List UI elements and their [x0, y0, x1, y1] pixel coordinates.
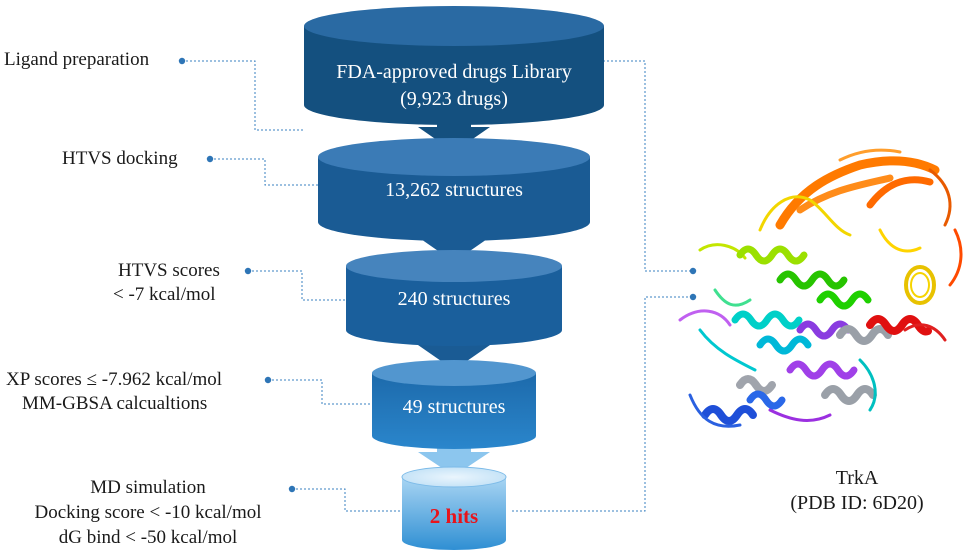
step-md-line-3: dG bind < -50 kcal/mol: [58, 527, 238, 548]
stage-cylinder-4: [401, 466, 507, 550]
connector-dots: [178, 57, 697, 493]
connector-htvs-scores: [248, 270, 346, 301]
dot-md: [288, 485, 296, 493]
stage-label-2: 240 structures: [397, 288, 511, 310]
stage-arrows: [418, 118, 490, 476]
dot-htvs-scores: [244, 267, 252, 275]
stage-label-1: 13,262 structures: [385, 179, 523, 201]
arrow-1: [418, 118, 490, 152]
library-title: FDA-approved drugs Library: [336, 61, 572, 83]
step-xp-scores-line-2: MM-GBSA calcualtions: [22, 393, 208, 414]
connector-htvs-docking: [210, 158, 318, 186]
arrow-3: [418, 333, 490, 370]
arrow-2: [418, 226, 490, 262]
protein-label: TrkA (PDB ID: 6D20): [762, 466, 952, 516]
protein-name: TrkA: [835, 467, 879, 489]
dot-htvs-docking: [206, 155, 214, 163]
stage-cylinder-2: [346, 250, 562, 346]
step-md-line-1: MD simulation: [90, 477, 206, 498]
stage-label-3: 49 structures: [402, 396, 506, 418]
library-cylinder: [304, 6, 604, 125]
library-count: (9,923 drugs): [400, 88, 508, 110]
arrow-4: [418, 440, 490, 476]
connector-hits-protein: [512, 296, 690, 512]
connector-xp-scores: [268, 379, 371, 405]
connector-lines: [182, 60, 690, 512]
connector-library-protein: [603, 60, 690, 272]
step-xp-scores-line-1: XP scores ≤ -7.962 kcal/mol: [6, 369, 223, 390]
dot-protein-1: [689, 267, 697, 275]
step-htvs-scores-line-1: HTVS scores: [118, 260, 220, 281]
connector-ligand: [182, 60, 305, 131]
hits-label: 2 hits: [429, 504, 479, 528]
dot-ligand: [178, 57, 186, 65]
stage-cylinder-3: [372, 360, 536, 449]
protein-structure-image: [678, 148, 963, 428]
step-htvs-docking: HTVS docking: [62, 148, 178, 169]
step-md-line-2: Docking score < -10 kcal/mol: [34, 502, 262, 523]
step-htvs-scores-line-2: < -7 kcal/mol: [113, 284, 216, 305]
connector-md: [292, 488, 402, 512]
dot-xp-scores: [264, 376, 272, 384]
protein-pdb-id: (PDB ID: 6D20): [790, 492, 924, 514]
dot-protein-2: [689, 293, 697, 301]
step-ligand-preparation: Ligand preparation: [4, 49, 150, 70]
stage-cylinder-1: [318, 138, 590, 241]
